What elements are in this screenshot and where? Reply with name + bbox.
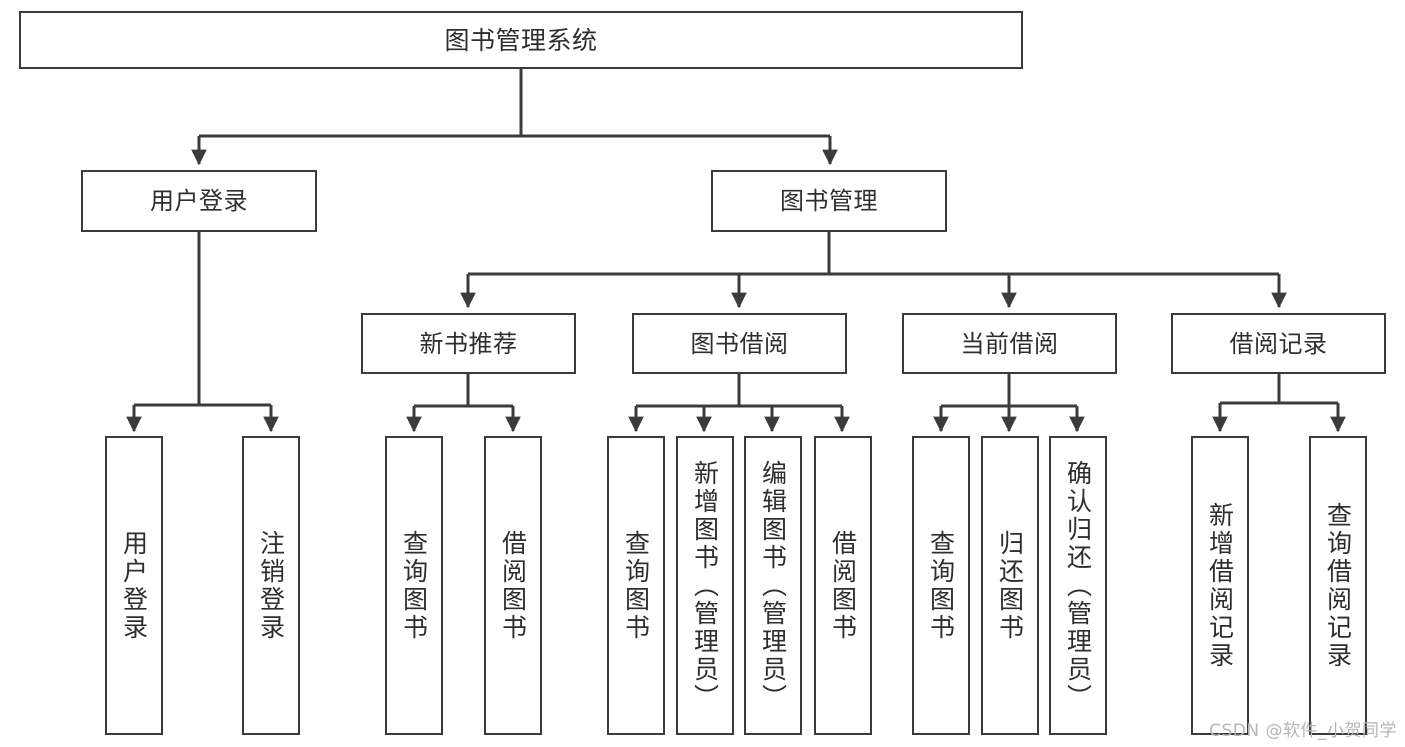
node-label: 图书管理系统 <box>444 25 598 55</box>
leaf-query-book-recommend[interactable]: 查询图书 <box>385 436 443 735</box>
node-label: 查询图书 <box>926 529 956 642</box>
node-label: 注销登录 <box>256 529 286 642</box>
node-label: 查询图书 <box>621 529 651 642</box>
node-root-system[interactable]: 图书管理系统 <box>19 11 1023 69</box>
node-label: 查询图书 <box>399 529 429 642</box>
node-label: 当前借阅 <box>960 329 1059 358</box>
leaf-logout[interactable]: 注销登录 <box>242 436 300 735</box>
leaf-query-book-current[interactable]: 查询图书 <box>912 436 970 735</box>
node-user-login[interactable]: 用户登录 <box>81 170 317 232</box>
node-borrowing-records[interactable]: 借阅记录 <box>1171 313 1386 374</box>
leaf-query-borrow-record[interactable]: 查询借阅记录 <box>1309 436 1367 735</box>
node-current-borrowing[interactable]: 当前借阅 <box>902 313 1117 374</box>
leaf-borrow-book[interactable]: 借阅图书 <box>814 436 872 735</box>
leaf-add-book-admin[interactable]: 新增图书（管理员） <box>676 436 734 735</box>
node-label: 用户登录 <box>150 187 248 215</box>
leaf-add-borrow-record[interactable]: 新增借阅记录 <box>1191 436 1249 735</box>
leaf-user-login[interactable]: 用户登录 <box>105 436 163 735</box>
leaf-confirm-return-admin[interactable]: 确认归还（管理员） <box>1049 436 1107 735</box>
node-label: 用户登录 <box>119 529 149 642</box>
node-book-borrowing[interactable]: 图书借阅 <box>632 313 847 374</box>
node-label: 新增图书（管理员） <box>690 459 720 712</box>
node-new-book-recommendation[interactable]: 新书推荐 <box>361 313 576 374</box>
node-label: 借阅图书 <box>498 529 528 642</box>
leaf-return-book[interactable]: 归还图书 <box>981 436 1039 735</box>
leaf-edit-book-admin[interactable]: 编辑图书（管理员） <box>744 436 802 735</box>
node-book-management[interactable]: 图书管理 <box>711 170 947 232</box>
node-label: 图书借阅 <box>690 329 789 358</box>
leaf-query-book-borrowing[interactable]: 查询图书 <box>607 436 665 735</box>
csdn-watermark: CSDN @软件_小贺同学 <box>1209 721 1397 741</box>
node-label: 编辑图书（管理员） <box>758 459 788 712</box>
node-label: 确认归还（管理员） <box>1063 459 1093 712</box>
node-label: 新书推荐 <box>419 329 518 358</box>
node-label: 新增借阅记录 <box>1205 501 1235 670</box>
node-label: 图书管理 <box>780 187 878 215</box>
node-label: 借阅图书 <box>828 529 858 642</box>
node-label: 借阅记录 <box>1229 329 1328 358</box>
node-label: 归还图书 <box>995 529 1025 642</box>
leaf-borrow-book-recommend[interactable]: 借阅图书 <box>484 436 542 735</box>
node-label: 查询借阅记录 <box>1323 501 1353 670</box>
